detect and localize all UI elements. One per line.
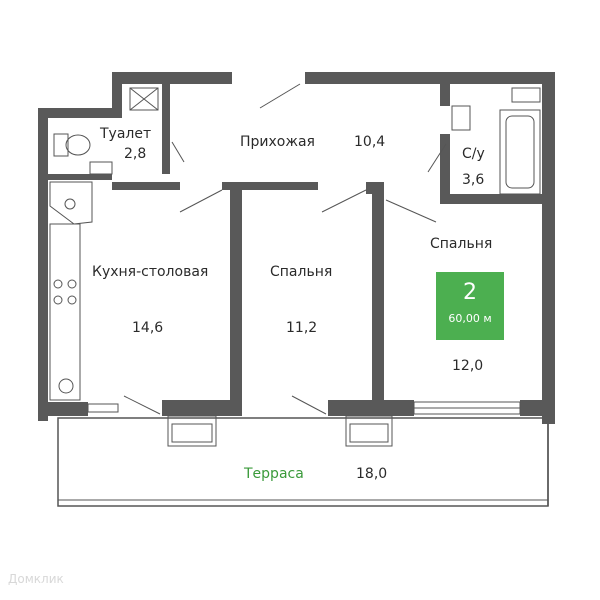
- room-name-terrace: Терраса: [244, 466, 304, 482]
- room-name-kitchen: Кухня-столовая: [92, 264, 209, 280]
- kitchen-counter: [49, 223, 81, 401]
- toilet-sink: [89, 161, 113, 175]
- toilet-fixture: [53, 133, 69, 157]
- watermark-logo: Домклик: [8, 572, 64, 586]
- room-area-bedroom1: 11,2: [286, 320, 318, 336]
- room-area-bathroom: 3,6: [462, 172, 485, 188]
- room-name-bedroom1: Спальня: [270, 264, 333, 280]
- room-name-bathroom: С/у: [462, 146, 485, 162]
- windows: [87, 401, 521, 415]
- bathtub: [499, 109, 541, 195]
- badge-rooms-count: 2: [463, 280, 477, 305]
- room-area-toilet: 2,8: [124, 146, 147, 162]
- apartment-badge: 2 60,00 м: [436, 272, 504, 340]
- room-area-terrace: 18,0: [356, 466, 388, 482]
- room-area-hall: 10,4: [354, 134, 386, 150]
- room-name-toilet: Туалет: [100, 126, 152, 142]
- kitchen-sink: [49, 181, 93, 225]
- terrace-outline: [57, 417, 549, 507]
- vent-shaft: [129, 87, 159, 111]
- fixtures: [49, 87, 541, 401]
- balcony-bays: [167, 415, 393, 447]
- room-area-kitchen: 14,6: [132, 320, 164, 336]
- stove-burner: [53, 279, 63, 289]
- badge-total-area: 60,00 м: [448, 312, 492, 325]
- room-name-bedroom2: Спальня: [430, 236, 493, 252]
- bathroom-sink: [451, 105, 471, 131]
- room-area-bedroom2: 12,0: [452, 358, 484, 374]
- door-swings: [123, 83, 447, 415]
- kitchen-appliance: [58, 378, 74, 394]
- walls: [38, 72, 555, 424]
- room-name-hall: Прихожая: [240, 134, 315, 150]
